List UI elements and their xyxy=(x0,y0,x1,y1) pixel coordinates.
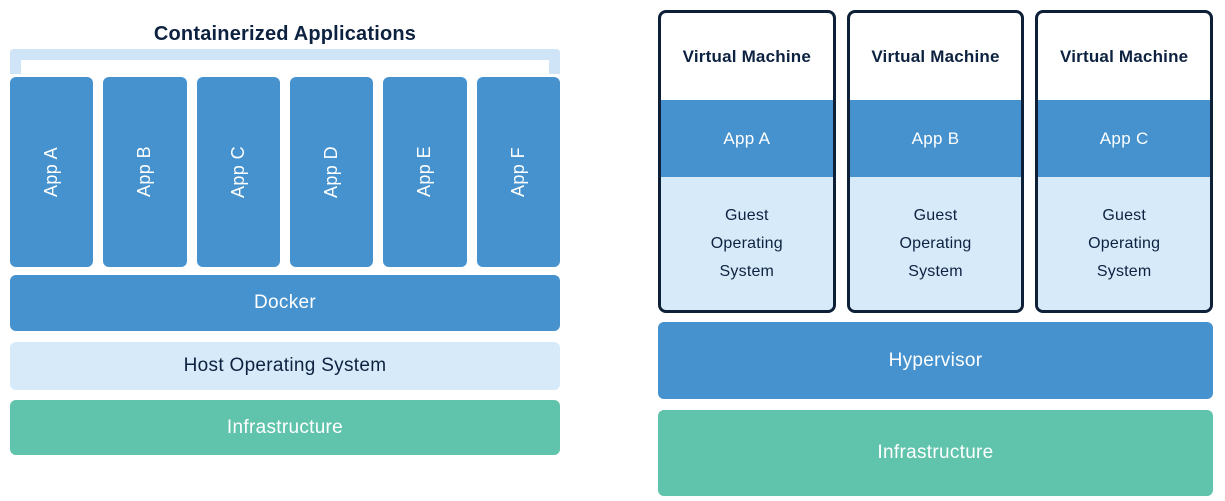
container-app-label: App C xyxy=(227,145,248,199)
container-app-label: App A xyxy=(41,146,62,198)
container-app-d: App D xyxy=(289,77,374,267)
container-apps-row: App A App B App C App D App E App F xyxy=(10,77,560,267)
vm-box-2: Virtual Machine App B Guest Operating Sy… xyxy=(846,10,1025,313)
vm-guest-os-2: Guest Operating System xyxy=(849,177,1022,310)
containerized-applications-title: Containerized Applications xyxy=(153,23,417,45)
container-app-b: App B xyxy=(103,77,187,267)
host-operating-system-layer: Host Operating System xyxy=(10,342,560,390)
vm-box-3: Virtual Machine App C Guest Operating Sy… xyxy=(1035,10,1214,313)
container-app-f: App F xyxy=(476,77,560,267)
container-app-label: App E xyxy=(414,146,435,198)
vm-title: Virtual Machine xyxy=(682,46,811,66)
vm-guest-os-3: Guest Operating System xyxy=(1038,177,1211,310)
container-app-e: App E xyxy=(383,77,467,267)
container-app-label: App F xyxy=(507,146,528,198)
vm-guest-os-label: Guest Operating System xyxy=(710,206,783,280)
infrastructure-layer-right: Infrastructure xyxy=(658,410,1213,496)
container-app-a: App A xyxy=(10,77,94,267)
container-app-label: App B xyxy=(134,146,155,198)
containerized-applications-section: Containerized Applications App A App B A… xyxy=(10,0,560,455)
vm-box-1: Virtual Machine App A Guest Operating Sy… xyxy=(658,10,836,313)
virtual-machines-section: Virtual Machine App A Guest Operating Sy… xyxy=(658,0,1214,496)
container-app-c: App C xyxy=(196,77,280,267)
vm-guest-os-label: Guest Operating System xyxy=(899,206,972,280)
vm-row: Virtual Machine App A Guest Operating Sy… xyxy=(658,10,1214,313)
vm-app-b: App B xyxy=(849,100,1022,177)
vm-title: Virtual Machine xyxy=(1060,46,1189,66)
vm-guest-os-1: Guest Operating System xyxy=(661,177,833,310)
containers-bracket xyxy=(10,49,560,74)
hypervisor-layer: Hypervisor xyxy=(658,322,1213,399)
infrastructure-layer-left: Infrastructure xyxy=(10,400,560,455)
container-app-label: App D xyxy=(321,145,342,199)
docker-layer: Docker xyxy=(10,275,560,331)
vm-app-c: App C xyxy=(1038,100,1211,177)
vm-guest-os-label: Guest Operating System xyxy=(1088,206,1161,280)
vm-title: Virtual Machine xyxy=(871,46,1000,66)
vm-app-a: App A xyxy=(661,100,833,177)
